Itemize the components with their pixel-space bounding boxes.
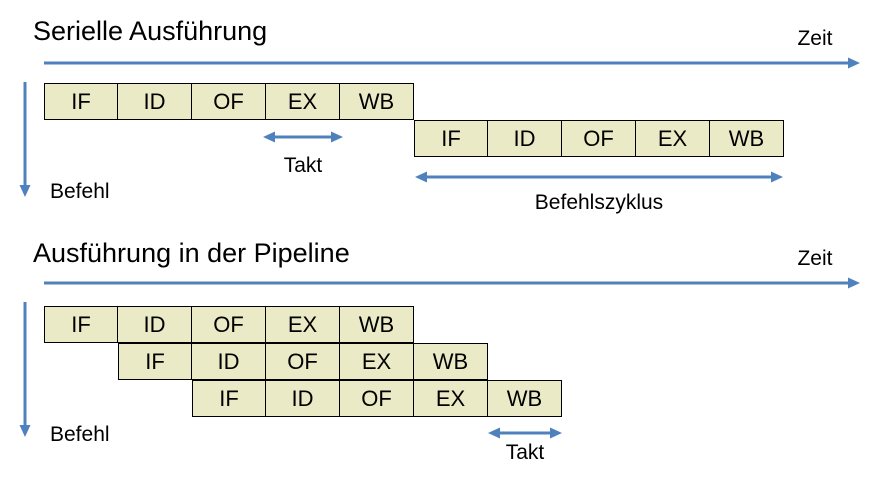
stage-box-id: ID [488, 120, 562, 157]
stage-box-if: IF [192, 380, 266, 417]
serial-instruction-axis-arrow [19, 82, 31, 197]
serial-time-axis-arrow [44, 57, 860, 69]
stage-box-of: OF [192, 83, 266, 120]
pipeline-clock-label: Takt [505, 441, 545, 464]
stage-box-ex: EX [636, 120, 710, 157]
serial-clock-span-arrow [263, 131, 343, 143]
stage-box-wb: WB [414, 343, 488, 380]
stage-box-of: OF [340, 380, 414, 417]
serial-cycle-span-arrow [415, 171, 783, 183]
stage-box-ex: EX [266, 306, 340, 343]
stage-box-id: ID [266, 380, 340, 417]
stage-box-id: ID [192, 343, 266, 380]
serial-instruction-axis-label: Befehl [50, 180, 110, 203]
stage-box-if: IF [44, 306, 118, 343]
stage-box-of: OF [266, 343, 340, 380]
stage-box-id: ID [118, 306, 192, 343]
pipeline-instruction-axis-arrow [19, 302, 31, 437]
stage-box-ex: EX [340, 343, 414, 380]
serial-clock-label: Takt [283, 154, 323, 177]
pipeline-time-axis-arrow [44, 277, 860, 289]
pipeline-time-axis-label: Zeit [797, 247, 833, 270]
serial-cycle-label: Befehlszyklus [534, 191, 664, 214]
stage-box-wb: WB [340, 306, 414, 343]
stage-box-wb: WB [710, 120, 784, 157]
stage-box-of: OF [562, 120, 636, 157]
stage-box-of: OF [192, 306, 266, 343]
pipeline-clock-span-arrow [488, 427, 562, 439]
stage-box-wb: WB [488, 380, 562, 417]
stage-box-if: IF [44, 83, 118, 120]
stage-box-if: IF [414, 120, 488, 157]
stage-box-if: IF [118, 343, 192, 380]
serial-section-title: Serielle Ausführung [33, 16, 268, 46]
serial-time-axis-label: Zeit [797, 27, 833, 50]
stage-box-wb: WB [340, 83, 414, 120]
pipeline-instruction-axis-label: Befehl [50, 423, 110, 446]
stage-box-ex: EX [266, 83, 340, 120]
pipeline-section-title: Ausführung in der Pipeline [33, 238, 350, 268]
stage-box-ex: EX [414, 380, 488, 417]
stage-box-id: ID [118, 83, 192, 120]
